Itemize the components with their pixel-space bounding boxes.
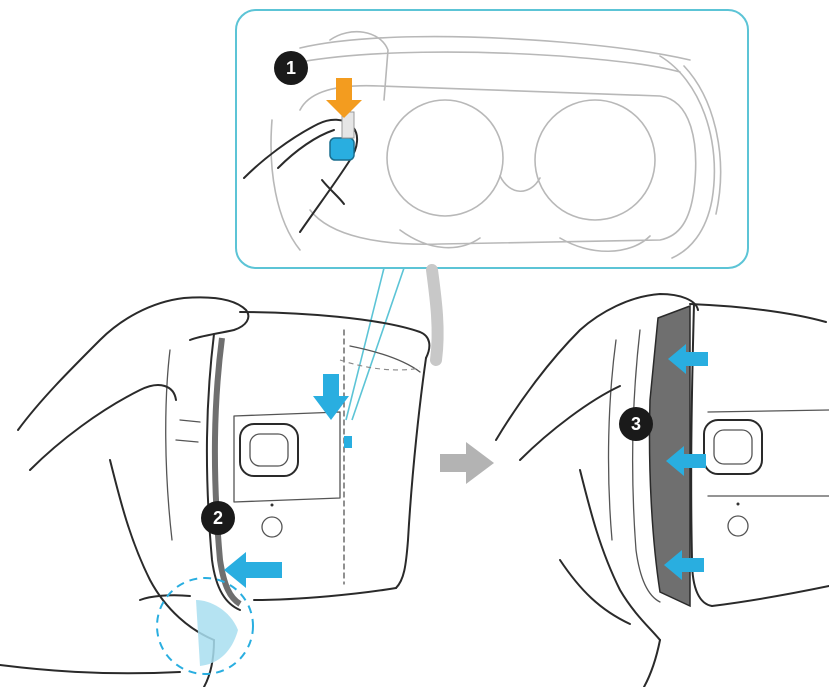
push-left-arrow-icon xyxy=(224,552,282,588)
step-badge-3: 3 xyxy=(619,407,653,441)
step-number-3: 3 xyxy=(631,414,641,434)
right-step-illustration: 3 xyxy=(496,294,829,687)
release-button xyxy=(330,138,354,160)
callout-leader xyxy=(346,268,404,420)
next-step-arrow-icon xyxy=(440,442,494,484)
latch-highlight xyxy=(157,578,253,674)
step-number-2: 2 xyxy=(213,508,223,528)
left-step-illustration: 2 xyxy=(0,270,438,687)
step-number-1: 1 xyxy=(286,58,296,78)
step-badge-1: 1 xyxy=(274,51,308,85)
step-badge-2: 2 xyxy=(201,501,235,535)
callout-detail-panel: 1 xyxy=(236,10,748,268)
